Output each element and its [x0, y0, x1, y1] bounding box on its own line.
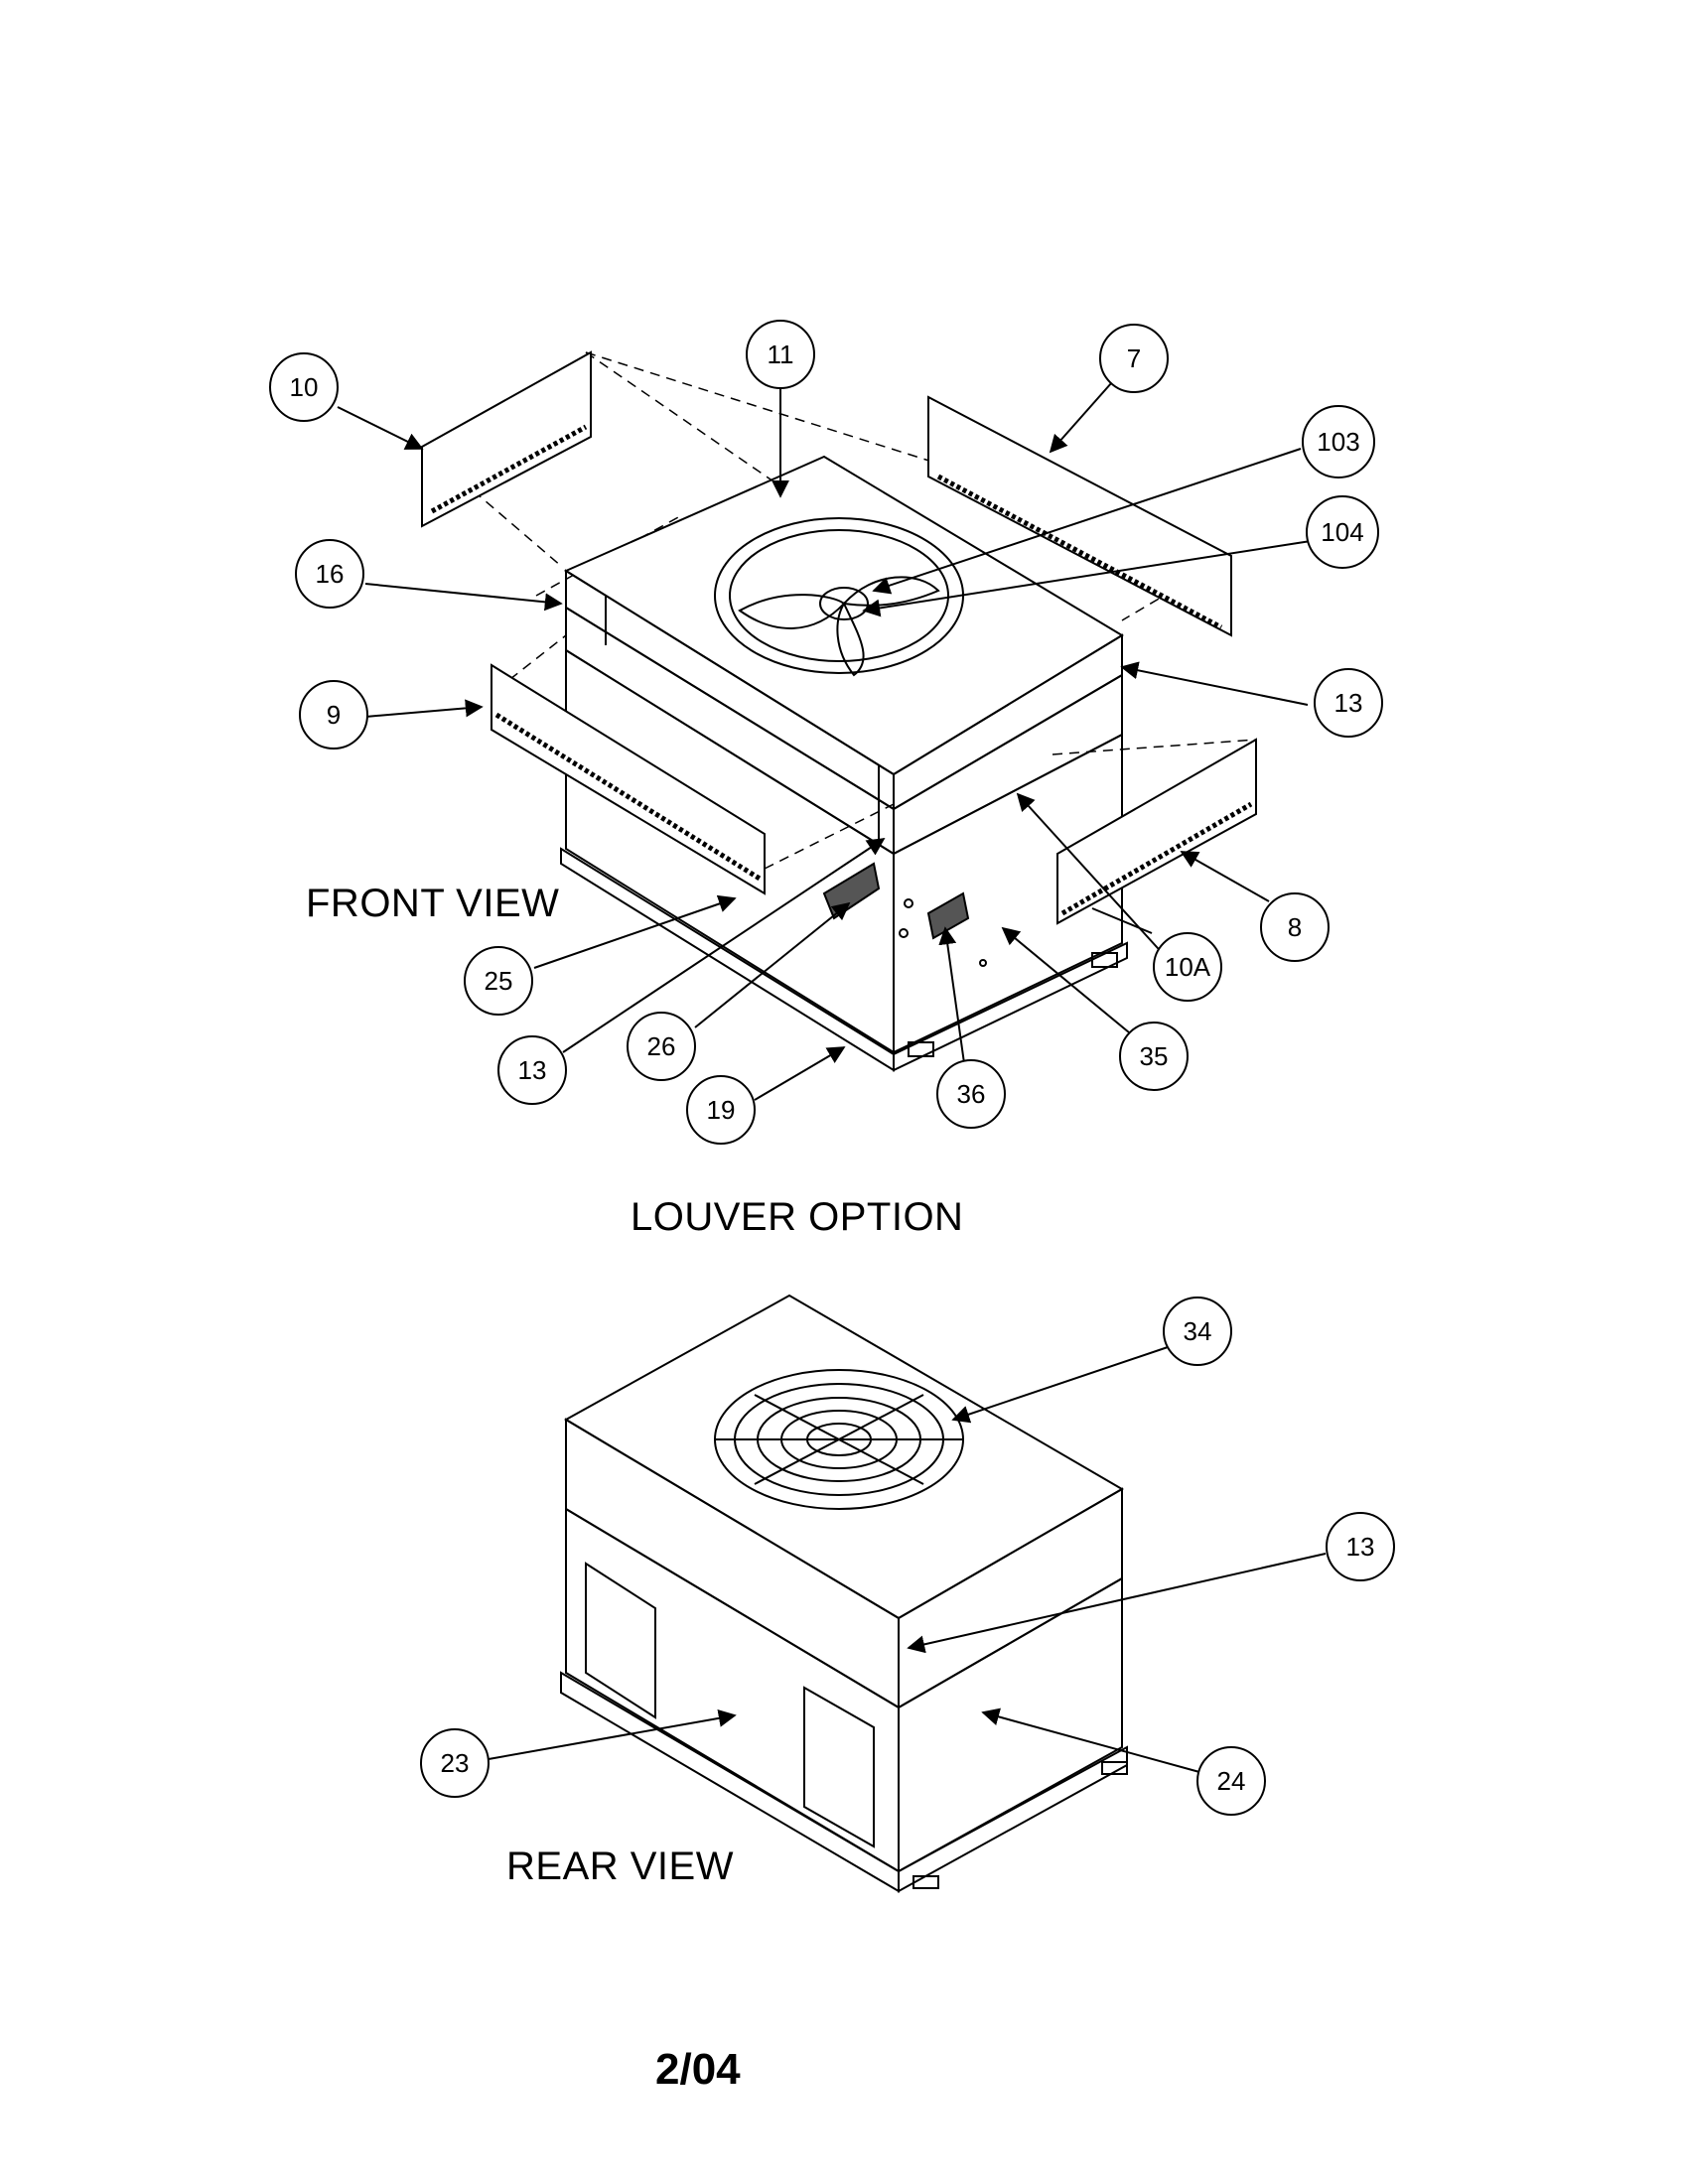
leader-16 — [364, 583, 563, 612]
callout-25: 25 — [464, 946, 533, 1016]
callout-24: 24 — [1196, 1746, 1266, 1816]
louver-option-label: LOUVER OPTION — [631, 1195, 964, 1239]
front-view-label: FRONT VIEW — [306, 882, 560, 925]
side-panel-24 — [898, 1576, 1123, 1873]
callout-8: 8 — [1260, 892, 1330, 962]
leader-13c — [907, 1553, 1327, 1654]
leader-13a — [1120, 661, 1309, 706]
leader-8 — [1180, 851, 1270, 902]
callout-16: 16 — [295, 539, 364, 609]
svg-text:13: 13 — [518, 1055, 547, 1085]
leader-19 — [754, 1046, 846, 1101]
svg-text:11: 11 — [768, 340, 794, 369]
callouts: 10 11 7 103 104 16 9 13 8 10A 25 13 26 1… — [269, 320, 1395, 1816]
leader-25 — [533, 894, 737, 969]
front-view-unit — [421, 350, 1257, 1072]
leader-10A-1 — [1016, 792, 1168, 959]
svg-text:13: 13 — [1346, 1532, 1375, 1562]
leader-34 — [951, 1344, 1175, 1424]
rear-top — [563, 1294, 1124, 1620]
callout-36: 36 — [936, 1059, 1006, 1129]
svg-text:10A: 10A — [1165, 952, 1211, 982]
callout-13b: 13 — [497, 1035, 567, 1105]
leader-103 — [872, 448, 1302, 595]
leader-9 — [364, 699, 484, 718]
svg-text:23: 23 — [441, 1748, 470, 1778]
callout-10: 10 — [269, 352, 339, 422]
callout-11: 11 — [746, 320, 815, 389]
leader-23 — [488, 1708, 737, 1760]
callout-23: 23 — [420, 1728, 490, 1798]
leader-lines — [337, 381, 1327, 1773]
callout-26: 26 — [627, 1012, 696, 1081]
louver-panel-10 — [421, 350, 592, 528]
svg-text:25: 25 — [485, 966, 513, 996]
callout-104: 104 — [1306, 495, 1379, 569]
svg-text:34: 34 — [1184, 1316, 1212, 1346]
callout-103: 103 — [1302, 405, 1375, 478]
louver-panel-8 — [1056, 738, 1257, 925]
leader-26 — [694, 901, 851, 1028]
callout-19: 19 — [686, 1075, 756, 1145]
leader-24 — [981, 1707, 1200, 1773]
callout-34: 34 — [1163, 1297, 1232, 1366]
louver-panel-9 — [491, 663, 766, 895]
panel-36 — [926, 891, 970, 940]
svg-text:36: 36 — [957, 1079, 986, 1109]
leader-10 — [337, 406, 424, 450]
callout-13c: 13 — [1326, 1512, 1395, 1581]
svg-text:7: 7 — [1127, 343, 1141, 373]
callout-9: 9 — [299, 680, 368, 750]
rear-view-unit — [560, 1294, 1128, 1893]
svg-text:35: 35 — [1140, 1041, 1169, 1071]
callout-10A: 10A — [1153, 932, 1222, 1002]
svg-text:19: 19 — [707, 1095, 736, 1125]
callout-13a: 13 — [1314, 668, 1383, 738]
leader-10A-2 — [1091, 907, 1153, 934]
svg-text:13: 13 — [1334, 688, 1363, 718]
leader-7 — [1049, 381, 1113, 454]
leader-36 — [938, 926, 966, 1071]
svg-text:10: 10 — [290, 372, 319, 402]
leader-104 — [862, 540, 1312, 617]
leader-35 — [1001, 926, 1130, 1033]
svg-text:24: 24 — [1217, 1766, 1246, 1796]
svg-text:103: 103 — [1317, 427, 1359, 457]
callout-35: 35 — [1119, 1022, 1189, 1091]
lower-side-panel-35 — [893, 733, 1123, 1054]
svg-text:9: 9 — [327, 700, 341, 730]
leader-13b — [562, 838, 886, 1053]
rear-view-label: REAR VIEW — [506, 1844, 734, 1888]
svg-text:26: 26 — [647, 1031, 676, 1061]
callout-7: 7 — [1099, 324, 1169, 393]
svg-text:104: 104 — [1321, 517, 1363, 547]
svg-text:8: 8 — [1288, 912, 1302, 942]
revision-date: 2/04 — [655, 2045, 741, 2094]
louver-panel-7 — [927, 395, 1232, 637]
svg-text:16: 16 — [316, 559, 345, 589]
